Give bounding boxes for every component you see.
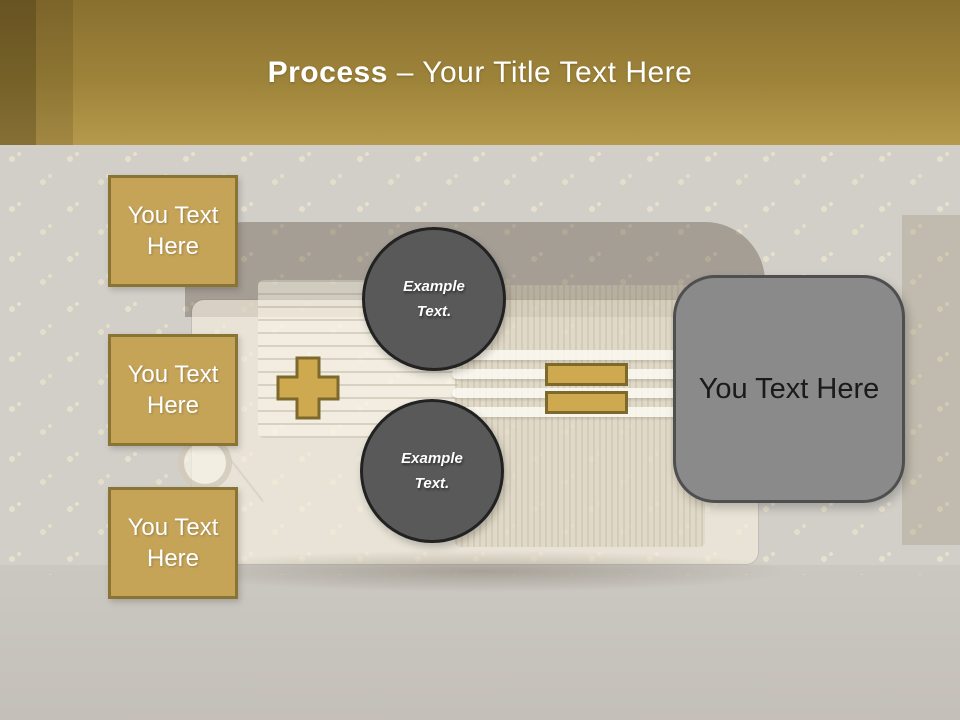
process-box-2-label: You Text Here [127, 361, 219, 419]
process-box-3-label: You Text Here [127, 514, 219, 572]
slide-title-rest: Your Title Text Here [422, 55, 693, 89]
header-accent-stripe-dark [0, 0, 36, 145]
radio-slat [452, 350, 702, 360]
equals-bar-bottom [545, 391, 628, 414]
header-accent-stripe-mid [36, 0, 73, 145]
example-circle-1[interactable]: Example Text. [362, 227, 506, 371]
result-box[interactable]: You Text Here [673, 275, 905, 503]
radio-shadow [165, 550, 795, 592]
example-circle-2[interactable]: Example Text. [360, 399, 504, 543]
example-circle-2-label: Example Text. [401, 450, 463, 492]
slide-body: You Text Here You Text Here You Text Her… [0, 145, 960, 720]
equals-icon[interactable] [545, 363, 628, 414]
result-box-label: You Text Here [698, 372, 880, 405]
equals-bar-top [545, 363, 628, 386]
background-shaded-column [902, 215, 960, 545]
plus-icon[interactable] [276, 356, 340, 420]
slide-title-emphasis: Process [267, 55, 388, 89]
slide-header: Process – Your Title Text Here [0, 0, 960, 145]
slide-title[interactable]: Process – Your Title Text Here [268, 56, 693, 90]
slide-title-separator: – [396, 55, 414, 89]
process-box-3[interactable]: You Text Here [108, 487, 238, 599]
process-box-2[interactable]: You Text Here [108, 334, 238, 446]
example-circle-1-label: Example Text. [403, 278, 465, 320]
process-box-1[interactable]: You Text Here [108, 175, 238, 287]
process-box-1-label: You Text Here [127, 202, 219, 260]
